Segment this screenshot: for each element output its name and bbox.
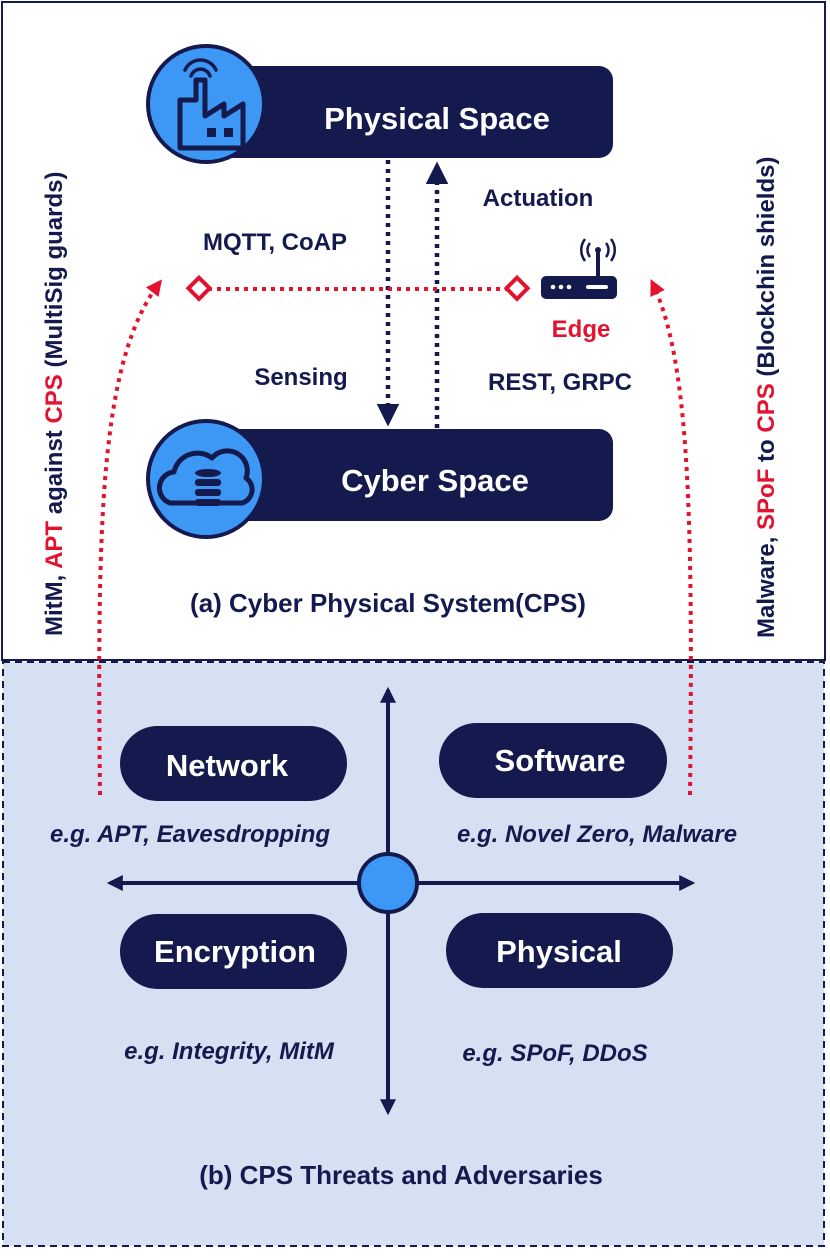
encryption-pill (120, 914, 347, 989)
cyber-space-box (210, 429, 613, 521)
physical-label: Physical (496, 934, 622, 969)
physical-examples: e.g. SPoF, DDoS (462, 1040, 647, 1067)
actuation-label: Actuation (483, 185, 594, 212)
right-threat-label: Malware, SPoF to CPS (Blockchin shields) (753, 157, 780, 638)
cps-caption: (a) Cyber Physical System(CPS) (190, 588, 586, 618)
right-attack-arrow (650, 279, 693, 796)
rest-grpc-label: REST, GRPC (488, 369, 632, 396)
router-icon (541, 238, 617, 299)
encryption-examples: e.g. Integrity, MitM (124, 1038, 335, 1065)
software-label: Software (495, 743, 626, 778)
sensing-label: Sensing (254, 364, 347, 391)
edge-node-left (185, 274, 213, 302)
edge-label: Edge (552, 316, 611, 343)
physical-pill (446, 913, 673, 988)
encryption-label: Encryption (154, 934, 316, 969)
edge-node-right (503, 274, 531, 302)
network-pill (120, 726, 347, 801)
network-examples: e.g. APT, Eavesdropping (50, 821, 330, 848)
left-threat-label: MitM, APT against CPS (MultiSig guards) (41, 172, 68, 636)
physical-space-box (210, 66, 613, 158)
mqtt-coap-label: MQTT, CoAP (203, 229, 347, 256)
cyber-space-label: Cyber Space (341, 463, 529, 498)
software-pill (439, 723, 667, 798)
factory-icon (146, 44, 266, 164)
axis-origin-node (357, 852, 419, 914)
physical-space-label: Physical Space (324, 101, 550, 136)
left-attack-arrow (97, 279, 162, 796)
software-examples: e.g. Novel Zero, Malware (457, 821, 737, 848)
cloud-database-icon (146, 419, 266, 539)
threats-caption: (b) CPS Threats and Adversaries (199, 1160, 603, 1190)
network-label: Network (166, 748, 289, 783)
